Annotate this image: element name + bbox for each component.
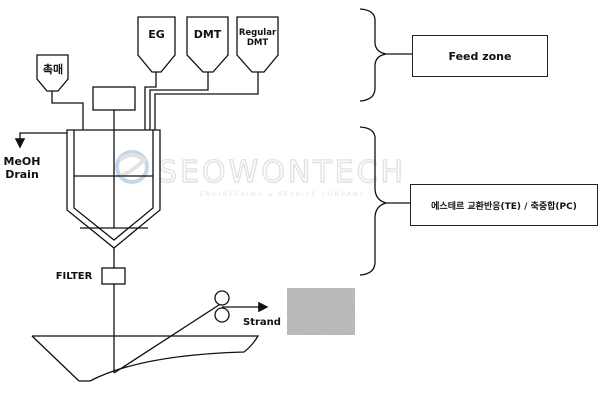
roller-top [215, 291, 229, 305]
meoh-drain-line [20, 133, 67, 146]
meoh-label: MeOH [2, 155, 42, 168]
reaction-zone-bracket [360, 127, 410, 275]
dmt-label: DMT [187, 28, 228, 41]
watermark-tagline: ENGINEERING & SERVICE COMPANY [200, 191, 365, 198]
filter-box [102, 268, 125, 284]
watermark-brand: SEOWONTECH [158, 155, 406, 190]
feed-zone-box: Feed zone [412, 35, 548, 77]
cooling-trough [32, 336, 258, 381]
regular-dmt-label-2: DMT [237, 38, 278, 48]
filter-label: FILTER [52, 270, 96, 283]
eg-label: EG [138, 28, 175, 41]
catalyst-label: 촉매 [38, 63, 68, 76]
roller-bottom [215, 308, 229, 322]
outlet-line [102, 248, 125, 373]
strand-section [114, 291, 266, 373]
regular-dmt-label-1: Regular [237, 28, 278, 38]
feed-zone-bracket [360, 9, 412, 101]
strand-sample-image [287, 288, 355, 335]
drain-label: Drain [2, 168, 42, 181]
reaction-zone-box: 에스테르 교환반응(TE) / 축중합(PC) [410, 184, 598, 226]
strand-label: Strand [242, 316, 282, 329]
